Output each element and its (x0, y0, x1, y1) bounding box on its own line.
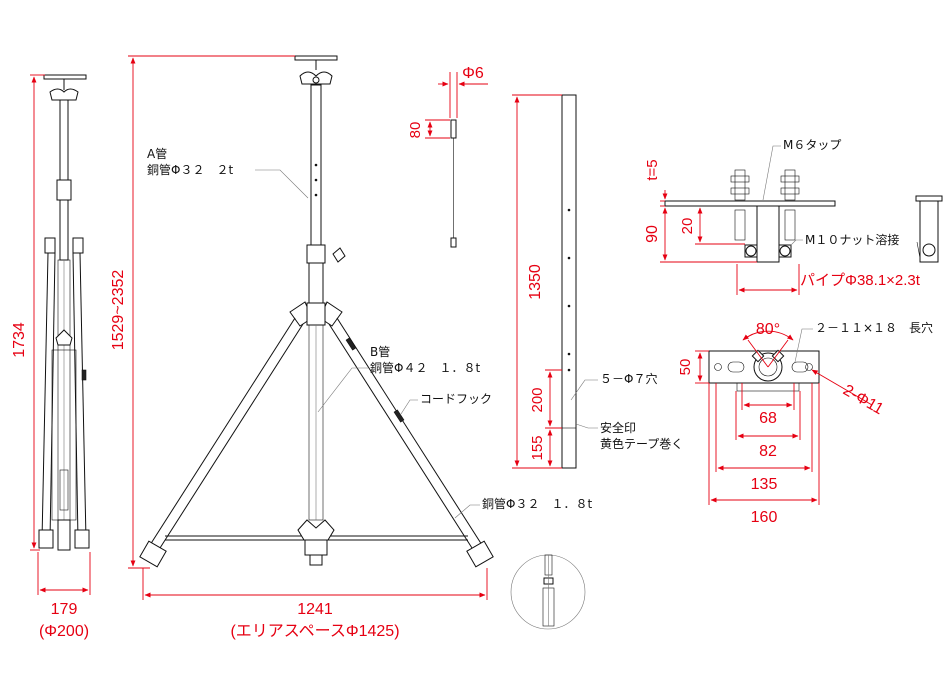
pipe-spec-label: パイプΦ38.1×2.3t (800, 272, 921, 289)
width-160-label: 160 (751, 509, 778, 526)
width-135-label: 135 (751, 476, 778, 493)
safety-mark-label: 安全印 (600, 420, 636, 435)
slots-label: ２－１１×１８ 長穴 (815, 320, 933, 335)
m10-nut-label: M１０ナット溶接 (805, 232, 899, 247)
width-82-label: 82 (759, 443, 777, 460)
pipe-a-label: A管 (147, 146, 167, 161)
cord-hook-label: コードフック (420, 392, 492, 406)
leg-detail-view (561, 94, 577, 469)
mount-side-view (664, 169, 943, 263)
pipe-a-spec-label: 銅管Φ３２ ２t (147, 162, 233, 177)
height-total-label: 1734 (11, 322, 28, 358)
height-20-label: 20 (679, 218, 696, 235)
open-stand-view (139, 55, 494, 568)
len-155-label: 155 (529, 435, 546, 460)
pin-length-label: 80 (407, 122, 424, 139)
width-span-label: 1241 (297, 601, 333, 618)
diameter-folded-label: (Φ200) (39, 623, 89, 640)
width-folded-label: 179 (51, 601, 78, 618)
plate-thickness-label: t=5 (644, 159, 661, 180)
m6-tap-label: M６タップ (783, 138, 841, 152)
hole-diameter-label: 2-Φ11 (840, 382, 886, 419)
pipe-b-spec-label: 銅管Φ４２ １．８t (370, 360, 480, 375)
yellow-tape-label: 黄色テープ巻く (600, 437, 683, 451)
base-50-label: 50 (677, 359, 694, 376)
pipe-b-label: B管 (370, 344, 390, 359)
folded-stand-view (38, 74, 90, 551)
height-range-label: 1529~2352 (110, 270, 127, 351)
pin-detail-view (450, 119, 457, 248)
pin-diameter-label: Φ6 (462, 65, 484, 82)
width-68-label: 68 (759, 410, 777, 427)
height-90-label: 90 (644, 225, 661, 243)
mount-plan-view (708, 349, 820, 392)
leg-pipe-label: 銅管Φ３２ １．８t (482, 496, 592, 511)
len-200-label: 200 (529, 387, 546, 412)
angle-label: 80° (756, 321, 780, 338)
area-space-label: (エリアスペースΦ1425) (230, 623, 399, 640)
holes-label: ５－Φ７穴 (600, 371, 657, 386)
joint-zoom-detail (510, 554, 586, 630)
leg-length-label: 1350 (527, 264, 544, 300)
